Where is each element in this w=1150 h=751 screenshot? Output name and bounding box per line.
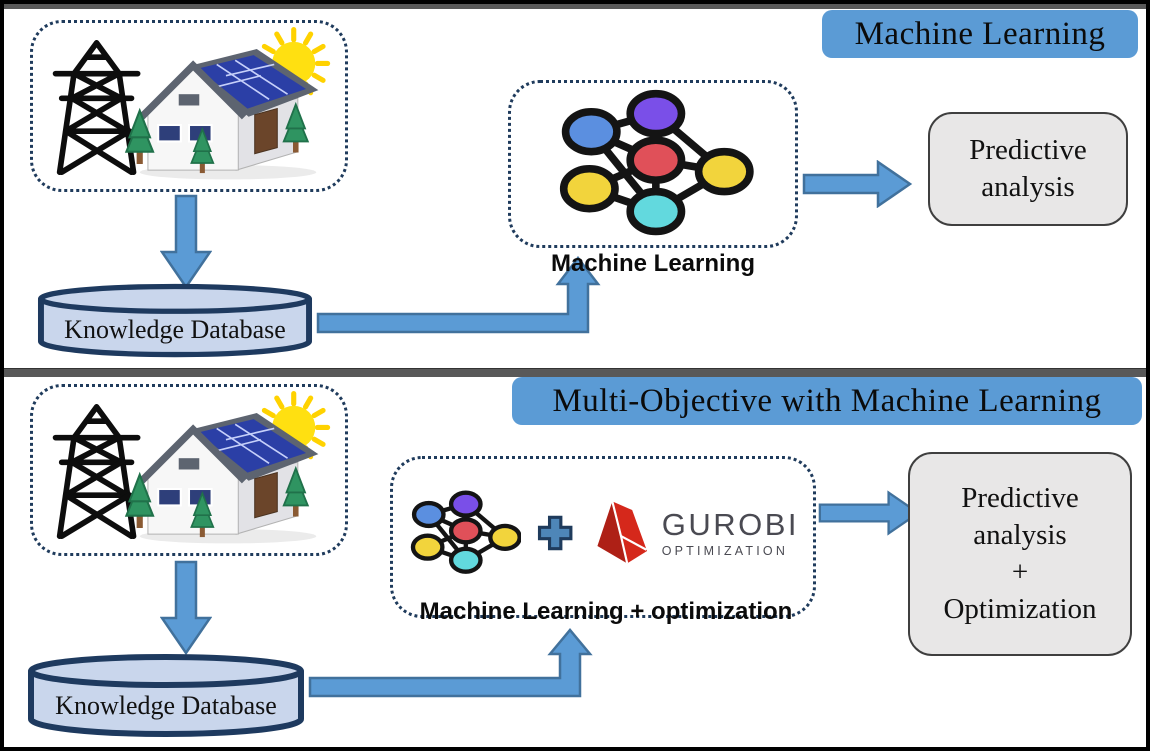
ml-box-label: Machine Learning + optimization [419, 598, 793, 625]
power-tower-icon [52, 404, 141, 540]
right-arrow-icon [802, 160, 913, 208]
output-line: + [1011, 556, 1029, 588]
panel-title-text: Machine Learning [854, 15, 1106, 52]
panel-title-multi-objective: Multi-Objective with Machine Learning [512, 377, 1142, 425]
database-cylinder-icon [37, 283, 313, 358]
solar-house-icon [139, 49, 319, 180]
power-tower-icon [52, 40, 141, 176]
gurobi-sub: OPTIMIZATION [661, 543, 789, 558]
ml-optimization-box: GUROBI OPTIMIZATION [390, 456, 816, 618]
panel-title-text: Multi-Objective with Machine Learning [552, 382, 1102, 419]
tree-icon [124, 101, 310, 174]
gurobi-prism-icon [597, 501, 647, 564]
database-label: Knowledge Database [55, 691, 277, 720]
down-arrow-icon [160, 560, 212, 655]
energy-source-box [30, 384, 348, 556]
elbow-arrow-icon [308, 628, 593, 698]
neural-network-icon [559, 89, 754, 236]
machine-learning-box [508, 80, 798, 248]
ml-box-label: Machine Learning [550, 250, 756, 277]
solar-house-icon [139, 413, 319, 544]
output-line: Predictive [961, 481, 1079, 514]
gurobi-logo: GUROBI OPTIMIZATION [590, 498, 799, 568]
down-arrow-icon [160, 194, 212, 289]
database-label: Knowledge Database [64, 315, 286, 344]
output-line: analysis [973, 518, 1067, 551]
energy-scene-icon [52, 390, 331, 544]
panel-divider [4, 368, 1146, 377]
knowledge-database: Knowledge Database [36, 283, 314, 359]
output-line: Predictive [969, 133, 1087, 166]
gurobi-name: GUROBI [661, 506, 799, 542]
neural-network-icon [410, 490, 522, 574]
knowledge-database: Knowledge Database [26, 653, 306, 739]
elbow-arrow-icon [316, 256, 601, 334]
energy-source-box [30, 20, 348, 192]
output-line: analysis [981, 171, 1075, 203]
panel-title-machine-learning: Machine Learning [822, 10, 1138, 58]
predictive-analysis-optimization-box: Predictive analysis + Optimization [908, 452, 1132, 656]
tree-icon [124, 465, 310, 538]
output-line: Optimization [943, 593, 1097, 626]
energy-scene-icon [52, 26, 331, 180]
plus-icon [538, 515, 573, 551]
database-cylinder-icon [28, 654, 304, 737]
predictive-analysis-box: Predictive analysis [928, 112, 1128, 226]
top-gray-strip [4, 4, 1146, 9]
right-arrow-icon [818, 490, 921, 536]
